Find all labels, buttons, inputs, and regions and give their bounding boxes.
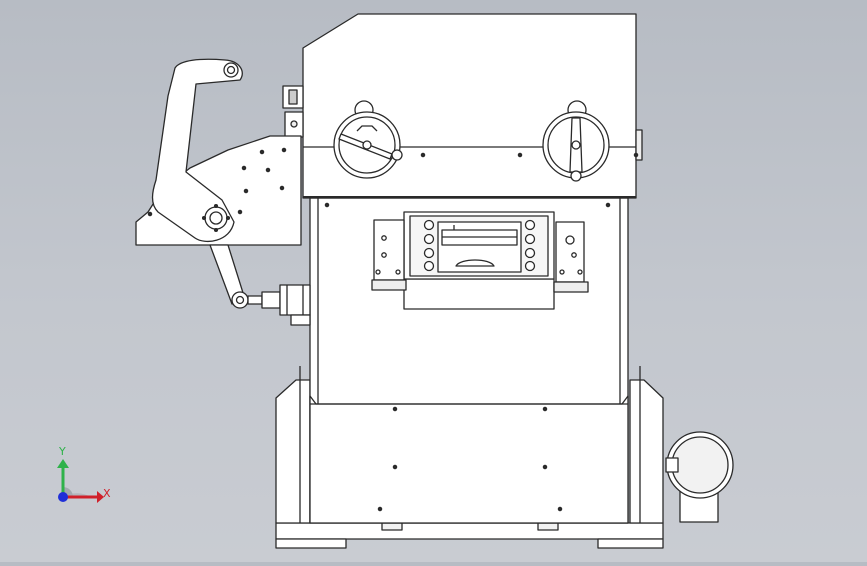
- y-axis-arrow: [57, 459, 69, 468]
- axis-triad: X Y: [57, 445, 111, 503]
- y-axis-label: Y: [58, 445, 66, 458]
- lever-arm[interactable]: [151, 58, 243, 242]
- side-sensor: [282, 85, 304, 138]
- z-axis-dot: [58, 492, 68, 502]
- left-handwheel[interactable]: [333, 100, 403, 179]
- link-and-cylinder: [209, 244, 311, 326]
- right-handwheel[interactable]: [542, 100, 610, 182]
- motor: [665, 431, 734, 523]
- panel-bracket-right: [553, 221, 589, 293]
- control-panel[interactable]: [403, 211, 555, 310]
- x-axis-label: X: [103, 487, 111, 500]
- base-frame: [275, 366, 664, 549]
- x-axis-arrow: [97, 491, 104, 503]
- panel-bracket-left: [371, 219, 407, 291]
